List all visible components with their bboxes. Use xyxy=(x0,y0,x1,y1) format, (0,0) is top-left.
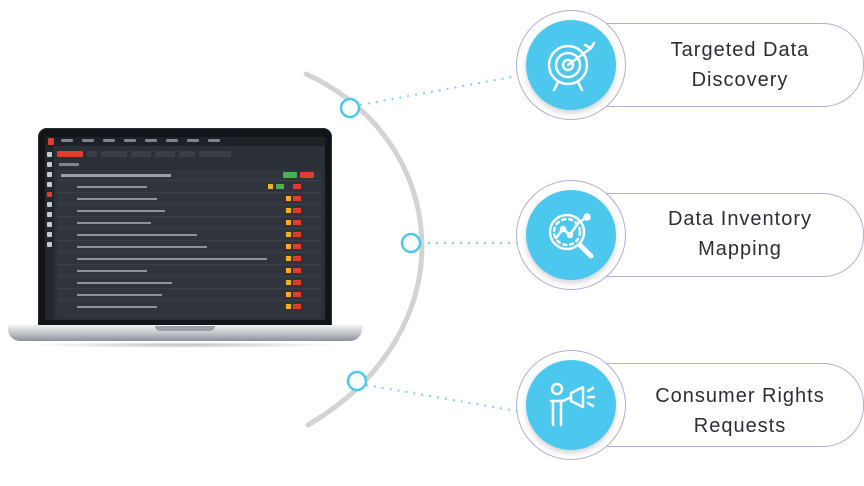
sidebar-icon xyxy=(47,172,52,177)
feature-icon-disc-2 xyxy=(526,190,616,280)
table-row xyxy=(57,252,321,265)
target-icon xyxy=(547,41,596,92)
laptop-base xyxy=(8,325,362,341)
feature-title-line: Requests xyxy=(693,415,787,437)
feature-icon-disc-1 xyxy=(526,20,616,110)
connector-line-3 xyxy=(365,384,529,414)
app-tab xyxy=(101,151,127,157)
app-menu xyxy=(61,139,220,142)
table-row xyxy=(57,264,321,277)
sidebar-icon xyxy=(47,152,52,157)
app-logo xyxy=(48,138,54,145)
app-breadcrumb xyxy=(59,163,79,166)
arc-node-3 xyxy=(346,370,368,392)
feature-title-line: Consumer Rights xyxy=(655,385,825,407)
connector-line-1 xyxy=(359,73,529,106)
arc-node-2 xyxy=(400,232,422,254)
laptop-notch xyxy=(155,326,215,331)
table-row xyxy=(57,276,321,289)
magnifier-chart-icon xyxy=(548,213,594,259)
arc-node-1 xyxy=(339,97,361,119)
feature-title-line: Mapping xyxy=(698,238,782,260)
table-row xyxy=(57,192,321,205)
laptop-shadow xyxy=(30,342,340,348)
feature-icon-disc-3 xyxy=(526,360,616,450)
app-tab xyxy=(199,151,231,157)
sidebar-icon xyxy=(47,222,52,227)
app-topbar xyxy=(45,137,325,146)
feature-label-1: Targeted Data Discovery xyxy=(625,35,855,95)
megaphone-person-icon xyxy=(549,382,596,427)
sidebar-icon xyxy=(47,232,52,237)
panel-button xyxy=(300,172,314,178)
feature-title-line: Data Inventory xyxy=(667,208,813,230)
sidebar-icon xyxy=(47,242,52,247)
sidebar-icon xyxy=(47,202,52,207)
sidebar-icon xyxy=(47,212,52,217)
app-tab xyxy=(57,151,83,157)
table-row xyxy=(57,228,321,241)
table-row xyxy=(57,240,321,253)
feature-label-2: Data Inventory Mapping xyxy=(625,204,855,264)
feature-label-3: Consumer Rights Requests xyxy=(625,381,855,441)
table-row xyxy=(57,300,321,313)
table-row xyxy=(57,204,321,217)
sidebar-icon xyxy=(47,162,52,167)
app-panel xyxy=(57,170,321,318)
app-tab xyxy=(179,151,195,157)
app-tab xyxy=(155,151,175,157)
laptop-screen xyxy=(45,137,325,320)
sidebar-icon xyxy=(47,182,52,187)
table-row xyxy=(57,288,321,301)
feature-title-line: Discovery xyxy=(691,69,789,91)
app-tabbar xyxy=(57,151,321,158)
panel-header xyxy=(61,174,171,177)
table-row xyxy=(57,180,321,193)
feature-title-line: Targeted Data xyxy=(670,39,810,61)
app-sidebar xyxy=(45,146,54,320)
panel-button xyxy=(283,172,297,178)
app-tab xyxy=(87,151,97,157)
app-tab xyxy=(131,151,151,157)
table-row xyxy=(57,216,321,229)
sidebar-icon xyxy=(47,192,52,197)
